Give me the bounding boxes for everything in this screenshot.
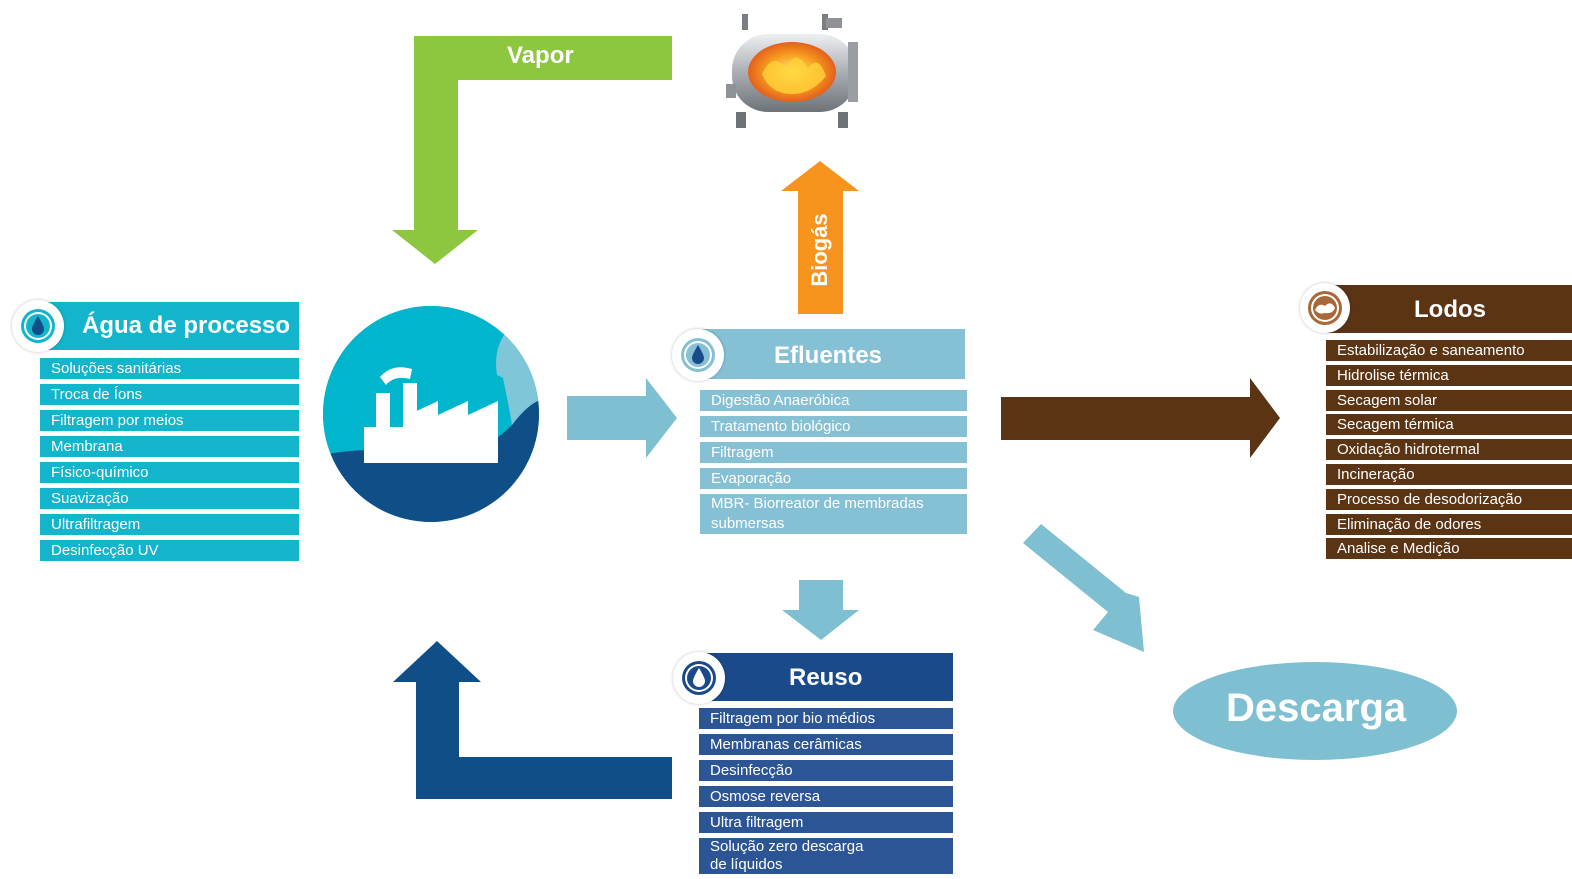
lodos-item: Incineração: [1326, 463, 1572, 485]
reuso-item: Membranas cerâmicas: [699, 734, 953, 755]
water-drop-icon: [21, 309, 55, 343]
lodos-header: [1326, 285, 1572, 333]
lodos-item: Secagem térmica: [1326, 414, 1572, 436]
agua-item: Troca de Íons: [40, 384, 299, 405]
agua-header: [46, 302, 299, 350]
reuso-icon-badge: [673, 652, 725, 704]
lodos-item: Estabilização e saneamento: [1326, 340, 1572, 361]
factory-icon: [323, 306, 539, 522]
lodos-item: Hidrolise térmica: [1326, 364, 1572, 386]
agua-item: Filtragem por meios: [40, 410, 299, 431]
efluentes-item: MBR- Biorreator de membradas submersas: [700, 494, 967, 534]
descarga-label: Descarga: [1226, 686, 1407, 730]
reuso-title: Reuso: [789, 664, 863, 691]
agua-item: Físico-químico: [40, 462, 299, 483]
lodos-item: Processo de desodorização: [1326, 488, 1572, 510]
boiler-icon: [726, 14, 858, 128]
efluentes-item: Tratamento biológico: [700, 416, 967, 437]
efluentes-title: Efluentes: [774, 342, 883, 369]
efluentes-item: Evaporação: [700, 468, 967, 489]
agua-item: Membrana: [40, 436, 299, 457]
reuso-item: Solução zero descarga de líquidos: [699, 838, 953, 874]
sludge-icon: [1308, 291, 1342, 325]
lodos-list: Estabilização e saneamento Hidrolise tér…: [1326, 340, 1572, 563]
agua-item: Ultrafiltragem: [40, 514, 299, 535]
agua-item: Soluções sanitárias: [40, 358, 299, 379]
agua-list: Soluções sanitárias Troca de Íons Filtra…: [40, 358, 299, 566]
reuso-item: Ultra filtragem: [699, 812, 953, 833]
lodos-icon-badge: [1300, 283, 1350, 333]
lodos-title: Lodos: [1414, 296, 1486, 323]
agua-item: Suavização: [40, 488, 299, 509]
lodos-item: Analise e Medição: [1326, 538, 1572, 560]
agua-item: Desinfecção UV: [40, 540, 299, 561]
reuso-item: Filtragem por bio médios: [699, 708, 953, 729]
lodos-item: Eliminação de odores: [1326, 513, 1572, 535]
reuso-list: Filtragem por bio médios Membranas cerâm…: [699, 708, 953, 879]
lodos-item: Oxidação hidrotermal: [1326, 439, 1572, 461]
descarga-oval: [1173, 662, 1457, 760]
lodos-item: Secagem solar: [1326, 389, 1572, 411]
reuso-item: Desinfecção: [699, 760, 953, 781]
water-drop-icon: [681, 338, 715, 372]
efluentes-header: [702, 329, 965, 379]
agua-icon-badge: [12, 300, 64, 352]
reuso-item: Osmose reversa: [699, 786, 953, 807]
efluentes-icon-badge: [672, 329, 724, 381]
efluentes-item: Digestão Anaeróbica: [700, 390, 967, 411]
efluentes-list: Digestão Anaeróbica Tratamento biológico…: [700, 390, 967, 539]
vapor-label: Vapor: [507, 42, 574, 69]
agua-title: Água de processo: [82, 312, 291, 339]
reuso-header: [700, 653, 953, 701]
efluentes-item: Filtragem: [700, 442, 967, 463]
water-drop-icon: [682, 661, 716, 695]
